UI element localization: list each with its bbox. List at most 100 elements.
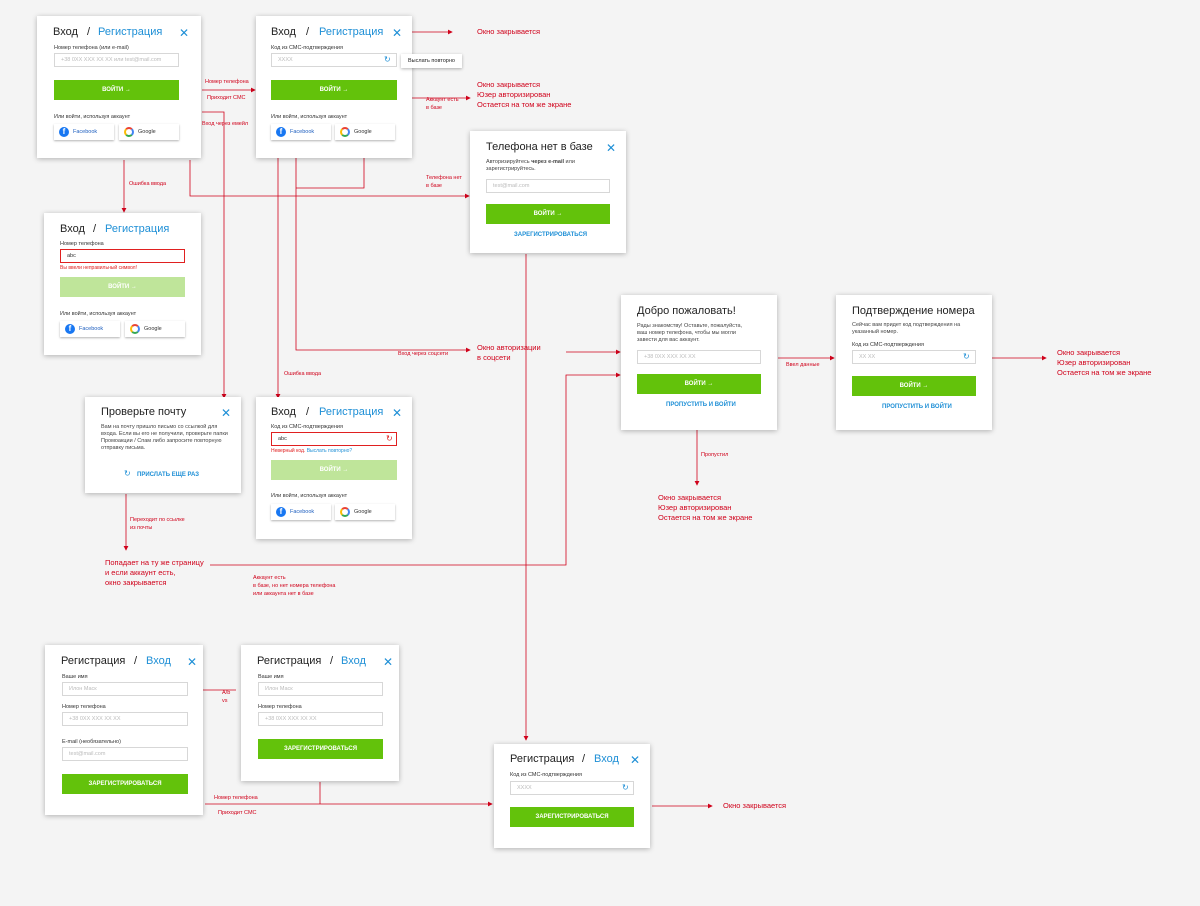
tab-login[interactable]: Вход <box>341 655 366 667</box>
sms-code-label: Код из СМС-подтверждения <box>271 45 343 51</box>
refresh-icon[interactable]: ↻ <box>386 434 393 443</box>
phone-input[interactable]: +38 0XX XXX XX XX <box>258 712 383 726</box>
register-link[interactable]: ЗАРЕГИСТРИРОВАТЬСЯ <box>514 232 588 238</box>
card-title: Телефона нет в базе <box>486 141 593 153</box>
tab-login[interactable]: Вход <box>594 753 619 765</box>
resend-link[interactable]: ПРИСЛАТЬ ЕЩЕ РАЗ <box>137 472 200 478</box>
tab-register[interactable]: Регистрация <box>319 406 384 418</box>
resend-tooltip: Выслать повторно <box>401 54 462 68</box>
login-button[interactable]: ВОЙТИ → <box>852 376 976 396</box>
note-social-login: Вход через соцсети <box>398 351 449 357</box>
tab-separator: / <box>134 655 138 667</box>
phone-input-error[interactable]: abc <box>60 249 185 263</box>
facebook-icon: f <box>59 127 69 137</box>
google-button[interactable]: Google <box>335 504 395 520</box>
card-description: Авторизируйтесь через e-mail или зарегис… <box>486 159 575 172</box>
tab-register[interactable]: Регистрация <box>319 26 384 38</box>
close-icon[interactable]: ✕ <box>392 406 403 420</box>
login-button[interactable]: ВОЙТИ → <box>54 80 179 100</box>
check-email-card: Проверьте почту ✕ Вам на почту пришло пи… <box>85 397 241 493</box>
tab-separator: / <box>582 753 586 765</box>
refresh-icon[interactable]: ↻ <box>384 55 391 64</box>
note-social-window: Окно авторизации в соцсети <box>477 343 541 362</box>
google-icon <box>124 127 134 137</box>
tab-register[interactable]: Регистрация <box>61 655 126 667</box>
name-input[interactable]: Илон Маск <box>62 682 188 696</box>
login-button-disabled[interactable]: ВОЙТИ → <box>60 277 185 297</box>
phone-label: Номер телефона <box>258 704 302 710</box>
note-phone-number: Номер телефона <box>205 79 249 85</box>
close-icon[interactable]: ✕ <box>392 26 403 40</box>
refresh-icon[interactable]: ↻ <box>963 352 970 361</box>
sms-code-label: Код из СМС-подтверждения <box>510 772 582 778</box>
close-icon[interactable]: ✕ <box>606 141 617 155</box>
google-icon <box>130 324 140 334</box>
note-reg-sms: Приходит СМС <box>218 810 257 816</box>
refresh-icon[interactable]: ↻ <box>622 783 629 792</box>
facebook-icon: f <box>276 127 286 137</box>
tab-register[interactable]: Регистрация <box>105 223 170 235</box>
login-button-disabled[interactable]: ВОЙТИ → <box>271 460 397 480</box>
name-label: Ваше имя <box>62 674 88 680</box>
register-button[interactable]: ЗАРЕГИСТРИРОВАТЬСЯ <box>258 739 383 759</box>
tab-register[interactable]: Регистрация <box>98 26 163 38</box>
google-button[interactable]: Google <box>125 321 185 337</box>
tab-separator: / <box>93 223 97 235</box>
registration-card-full: Регистрация / Вход ✕ Ваше имя Илон Маск … <box>45 645 203 815</box>
skip-login-link[interactable]: ПРОПУСТИТЬ И ВОЙТИ <box>666 402 736 408</box>
note-input-error-1: Ошибка ввода <box>129 181 167 187</box>
refresh-icon[interactable]: ↻ <box>124 469 131 478</box>
login-button[interactable]: ВОЙТИ → <box>271 80 397 100</box>
tab-register[interactable]: Регистрация <box>510 753 575 765</box>
tab-login[interactable]: Вход <box>146 655 171 667</box>
email-input[interactable]: test@mail.com <box>486 179 610 193</box>
email-input[interactable]: test@mail.com <box>62 747 188 761</box>
login-card: Вход / Регистрация ✕ Номер телефона (или… <box>37 16 201 158</box>
phone-input[interactable]: +38 0XX XXX XX XX <box>637 350 761 364</box>
error-message: Неверный код. Выслать повторно? <box>271 448 353 454</box>
sms-code-input-error[interactable]: abc <box>271 432 397 446</box>
tab-separator: / <box>306 26 310 38</box>
login-button[interactable]: ВОЙТИ → <box>637 374 761 394</box>
register-button[interactable]: ЗАРЕГИСТРИРОВАТЬСЯ <box>510 807 634 827</box>
close-icon[interactable]: ✕ <box>383 655 394 669</box>
card-title: Проверьте почту <box>101 406 187 418</box>
sms-code-input[interactable]: XXXX <box>510 781 634 795</box>
note-authorized-2: Окно закрывается Юзер авторизирован Оста… <box>1057 348 1152 377</box>
tab-login[interactable]: Вход <box>60 223 85 235</box>
facebook-icon: f <box>65 324 75 334</box>
arrow-email-login <box>202 111 227 399</box>
skip-login-link[interactable]: ПРОПУСТИТЬ И ВОЙТИ <box>882 404 952 410</box>
note-reg-phone: Номер телефона <box>214 795 258 801</box>
close-icon[interactable]: ✕ <box>630 753 641 767</box>
close-icon[interactable]: ✕ <box>221 406 232 420</box>
tab-login[interactable]: Вход <box>53 26 78 38</box>
tab-login[interactable]: Вход <box>271 26 296 38</box>
note-ab-vs: A/b vs <box>222 690 231 704</box>
tab-register[interactable]: Регистрация <box>257 655 322 667</box>
sms-code-input[interactable]: XXXX <box>271 53 397 67</box>
tab-separator: / <box>306 406 310 418</box>
welcome-card: Добро пожаловать! Рады знакомству! Остав… <box>621 295 777 430</box>
phone-input[interactable]: +38 0XX XXX XX XX <box>62 712 188 726</box>
login-button[interactable]: ВОЙТИ → <box>486 204 610 224</box>
arrow-social-login <box>295 158 471 353</box>
google-button[interactable]: Google <box>119 124 179 140</box>
note-lands-same-page: Попадает на ту же страницу и если аккаун… <box>105 558 204 587</box>
sms-code-input[interactable]: XX XX <box>852 350 976 364</box>
register-button[interactable]: ЗАРЕГИСТРИРОВАТЬСЯ <box>62 774 188 794</box>
close-icon[interactable]: ✕ <box>187 655 198 669</box>
name-input[interactable]: Илон Маск <box>258 682 383 696</box>
tab-login[interactable]: Вход <box>271 406 296 418</box>
phone-field-label: Номер телефона (или e-mail) <box>54 45 129 51</box>
social-label: Или войти, используя аккаунт <box>271 493 348 499</box>
phone-email-input[interactable]: +38 0XX XXX XX XX или test@mail.com <box>54 53 179 67</box>
close-icon[interactable]: ✕ <box>179 26 190 40</box>
google-button[interactable]: Google <box>335 124 395 140</box>
card-description: Рады знакомству! Оставьте, пожалуйста, в… <box>637 323 743 343</box>
